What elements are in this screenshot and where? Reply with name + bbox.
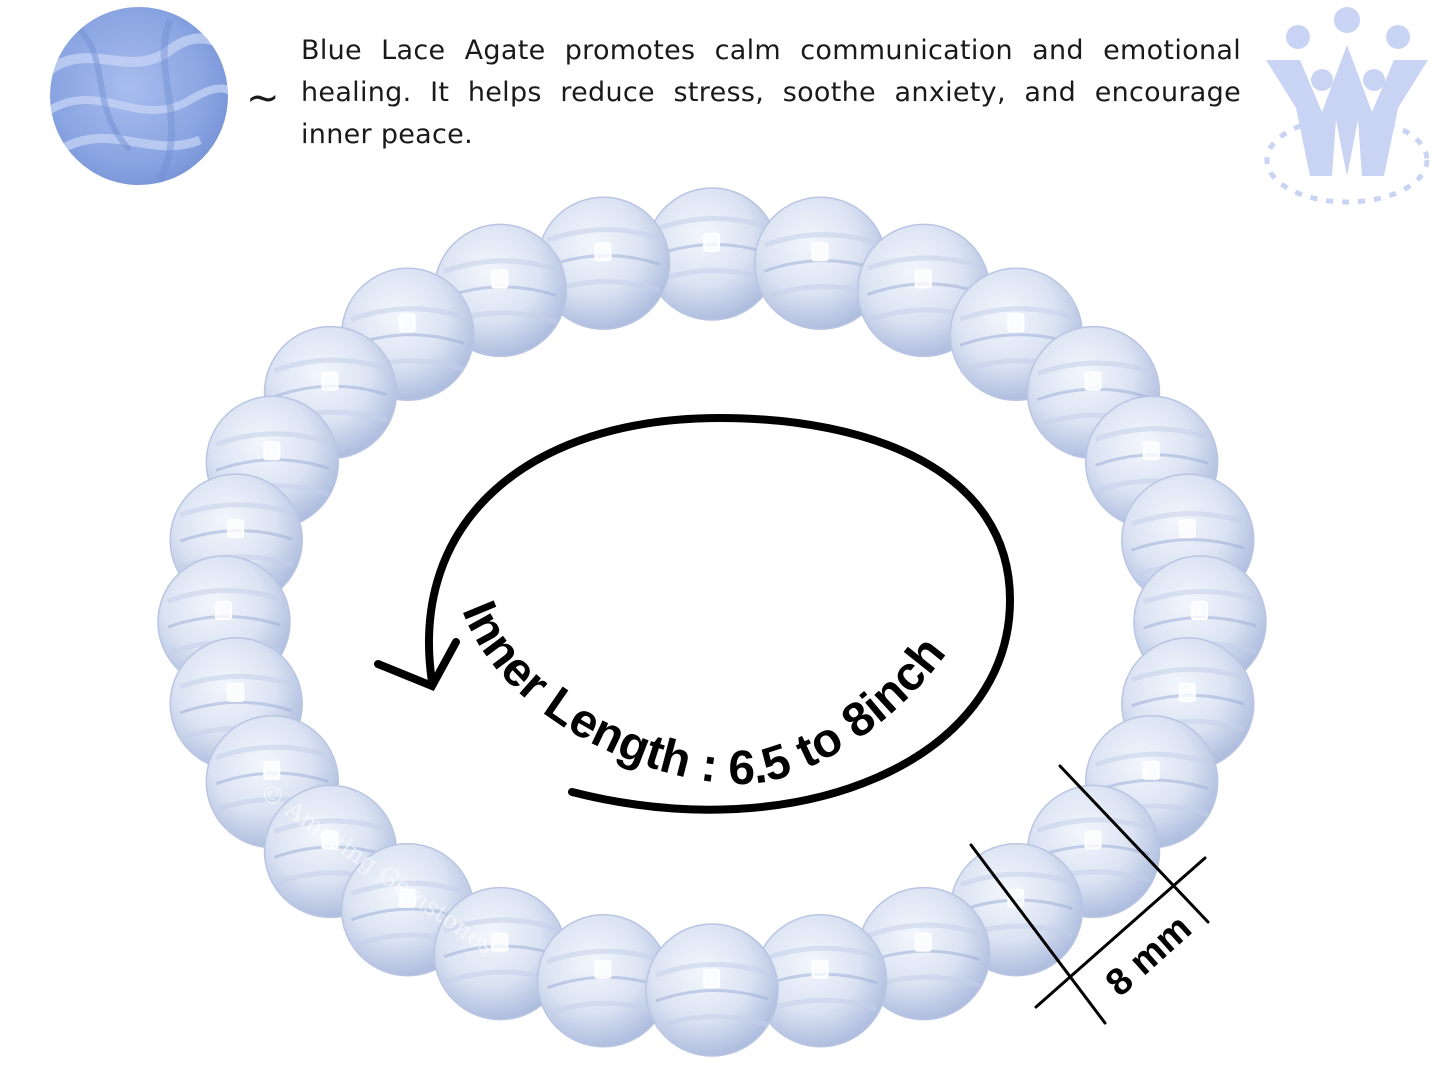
bead bbox=[433, 886, 568, 1021]
circular-arrow-icon bbox=[374, 413, 1015, 814]
blue-lace-agate-swatch bbox=[50, 7, 228, 185]
inner-length-label: Inner Length : 6.5 to 8inch bbox=[452, 594, 956, 795]
connector-tilde: ~ bbox=[246, 75, 280, 121]
stone-description: Blue Lace Agate promotes calm communicat… bbox=[301, 35, 1241, 150]
family-logo-icon bbox=[1264, 7, 1430, 205]
bead-ring bbox=[157, 187, 1267, 1057]
bead bbox=[753, 914, 888, 1048]
bead bbox=[856, 886, 991, 1021]
bead bbox=[645, 923, 779, 1057]
bead bbox=[753, 196, 888, 330]
bead-size-label: 8 mm bbox=[1098, 907, 1200, 1005]
bead bbox=[536, 914, 671, 1048]
dimension-lines-icon bbox=[969, 764, 1210, 1025]
